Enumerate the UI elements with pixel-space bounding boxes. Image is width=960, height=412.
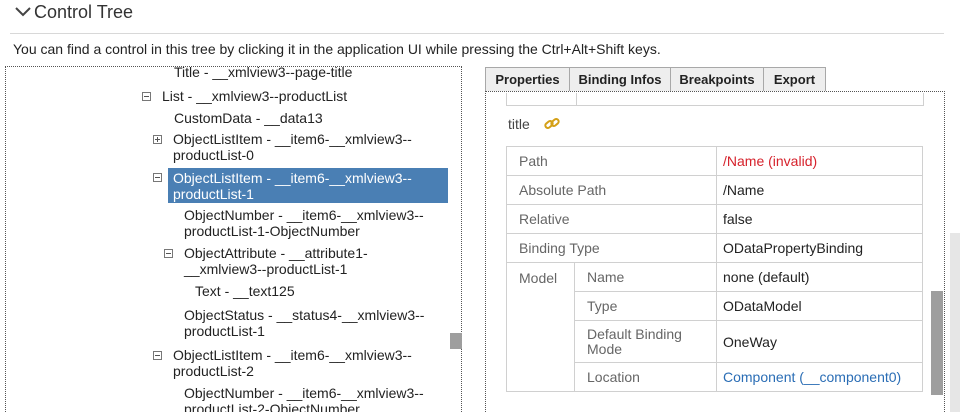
path-label: Path bbox=[506, 146, 717, 176]
model-label: Model bbox=[506, 262, 575, 392]
tree-node-objectlistitem-2[interactable]: ObjectListItem - __item6-__xmlview3-- pr… bbox=[173, 347, 412, 379]
table-row: Relative false bbox=[506, 204, 923, 234]
default-binding-mode-value: OneWay bbox=[716, 320, 923, 363]
tree-node-objectlistitem-1[interactable]: ObjectListItem - __item6-__xmlview3-- pr… bbox=[168, 168, 448, 203]
table-row: Path /Name (invalid) bbox=[506, 146, 923, 176]
tree-node-objectnumber-1[interactable]: ObjectNumber - __item6-__xmlview3-- prod… bbox=[184, 207, 424, 239]
page-scrollbar-track[interactable] bbox=[950, 233, 960, 412]
binding-infos-panel: title Path /Name (invalid) Absolute Path… bbox=[485, 91, 945, 412]
tree-node-text125[interactable]: Text - __text125 bbox=[195, 283, 295, 299]
model-type-value: ODataModel bbox=[716, 291, 923, 321]
table-row: Default Binding Mode OneWay bbox=[507, 320, 923, 363]
instruction-text: You can find a control in this tree by c… bbox=[13, 41, 661, 57]
tree-scrollbar-thumb[interactable] bbox=[450, 333, 462, 349]
relative-label: Relative bbox=[506, 204, 717, 234]
expand-icon[interactable] bbox=[153, 135, 162, 144]
binding-property-title: title bbox=[508, 116, 530, 132]
table-row: Model Name none (default) bbox=[506, 262, 923, 392]
collapse-icon[interactable] bbox=[153, 173, 162, 182]
tab-properties[interactable]: Properties bbox=[485, 67, 570, 91]
tree-node-title[interactable]: Title - __xmlview3--page-title bbox=[174, 66, 353, 80]
tab-binding-infos[interactable]: Binding Infos bbox=[569, 67, 671, 91]
section-title: Control Tree bbox=[34, 2, 134, 22]
previous-table-edge bbox=[506, 93, 924, 106]
absolute-path-label: Absolute Path bbox=[506, 175, 717, 205]
table-row: Absolute Path /Name bbox=[506, 175, 923, 205]
collapse-icon[interactable] bbox=[164, 249, 173, 258]
location-link[interactable]: Component (__component0) bbox=[716, 362, 923, 392]
path-value: /Name (invalid) bbox=[716, 146, 923, 176]
header-divider bbox=[10, 33, 944, 34]
model-name-label: Name bbox=[574, 262, 717, 292]
control-tree-panel: Title - __xmlview3--page-title List - __… bbox=[5, 66, 462, 412]
panel-scrollbar-thumb[interactable] bbox=[931, 291, 943, 395]
binding-info-table: Path /Name (invalid) Absolute Path /Name… bbox=[506, 146, 923, 392]
binding-type-label: Binding Type bbox=[506, 233, 717, 263]
model-name-value: none (default) bbox=[716, 262, 923, 292]
relative-value: false bbox=[716, 204, 923, 234]
absolute-path-value: /Name bbox=[716, 175, 923, 205]
tab-breakpoints[interactable]: Breakpoints bbox=[670, 67, 764, 91]
tab-export[interactable]: Export bbox=[763, 67, 826, 91]
tree-node-list[interactable]: List - __xmlview3--productList bbox=[162, 88, 348, 104]
tree-node-objectnumber-2[interactable]: ObjectNumber - __item6-__xmlview3-- prod… bbox=[184, 385, 424, 412]
collapse-icon[interactable] bbox=[142, 92, 151, 101]
chevron-down-icon[interactable] bbox=[14, 4, 32, 20]
control-tree-header[interactable]: Control Tree bbox=[0, 0, 960, 30]
tree-node-customdata[interactable]: CustomData - __data13 bbox=[174, 110, 323, 126]
tree-node-objectattribute-1[interactable]: ObjectAttribute - __attribute1- __xmlvie… bbox=[184, 245, 368, 277]
table-row: Binding Type ODataPropertyBinding bbox=[506, 233, 923, 263]
tree-node-objectstatus-1[interactable]: ObjectStatus - __status4-__xmlview3-- pr… bbox=[184, 307, 425, 339]
table-row: Type ODataModel bbox=[507, 291, 923, 321]
model-type-label: Type bbox=[574, 291, 717, 321]
default-binding-mode-label: Default Binding Mode bbox=[574, 320, 717, 363]
location-label: Location bbox=[574, 362, 717, 392]
binding-type-value: ODataPropertyBinding bbox=[716, 233, 923, 263]
link-icon[interactable] bbox=[543, 115, 561, 133]
tree-node-objectlistitem-0[interactable]: ObjectListItem - __item6-__xmlview3-- pr… bbox=[173, 131, 412, 163]
table-row: Location Component (__component0) bbox=[507, 362, 923, 392]
collapse-icon[interactable] bbox=[153, 351, 162, 360]
